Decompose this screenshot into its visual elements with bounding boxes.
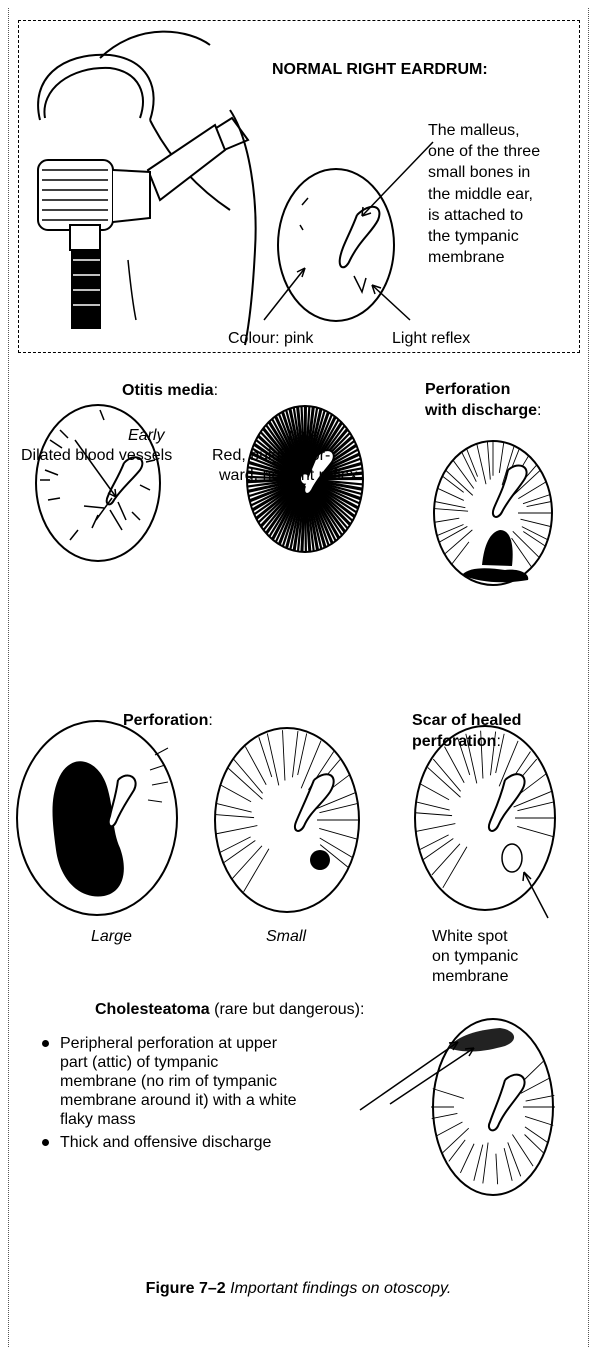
discharge-drawing — [423, 426, 563, 586]
figure-caption: Figure 7–2 Important findings on otoscop… — [0, 1280, 597, 1298]
figure-caption-text: Important findings on otoscopy. — [226, 1280, 452, 1297]
discharge-heading-line: with discharge — [425, 402, 537, 419]
perforation-heading: Perforation: — [123, 711, 213, 730]
heading-colon: : — [496, 733, 500, 750]
bullet-line: Peripheral perforation at upper — [60, 1034, 297, 1053]
large-perforation-drawing — [17, 721, 177, 915]
otitis-media-heading: Otitis media: — [122, 381, 218, 400]
scar-heading-line: perforation — [412, 733, 496, 750]
normal-eardrum-pointers — [264, 142, 433, 320]
scar-note-line: on tympanic — [432, 947, 518, 966]
heading-colon: : — [537, 402, 541, 419]
late-label: Late — [288, 426, 319, 445]
large-label: Large — [91, 927, 132, 946]
malleus-note-line: is attached to — [428, 206, 523, 225]
bullet-dot — [42, 1139, 49, 1146]
bullet-line: part (attic) of tympanic — [60, 1053, 297, 1072]
cholesteatoma-heading-rest: (rare but dangerous): — [210, 1001, 365, 1018]
small-perforation-drawing — [215, 728, 359, 912]
bullet-line: membrane (no rim of tympanic — [60, 1072, 297, 1091]
discharge-heading-line: Perforation — [425, 380, 510, 399]
otoscope-illustration — [38, 32, 256, 345]
malleus-note-line: small bones in — [428, 163, 530, 182]
late-note-line: ward, no light reflex — [219, 466, 358, 485]
cholesteatoma-drawing — [431, 1019, 555, 1195]
hatch-line — [305, 491, 306, 579]
bullet-line: flaky mass — [60, 1110, 297, 1129]
cholesteatoma-heading: Cholesteatoma (rare but dangerous): — [95, 1000, 364, 1019]
bullet-line: Thick and offensive discharge — [60, 1133, 297, 1152]
cholesteatoma-bullets: Peripheral perforation at upper part (at… — [38, 1034, 297, 1156]
late-note-line: Red, bulging for- — [212, 446, 330, 465]
malleus-note-line: the tympanic — [428, 227, 519, 246]
normal-eardrum-drawing — [278, 169, 394, 321]
malleus-note-line: the middle ear, — [428, 185, 533, 204]
scar-heading-line: Scar of healed — [412, 711, 521, 730]
bullet-dot — [42, 1040, 49, 1047]
scar-note-line: White spot — [432, 927, 508, 946]
cholesteatoma-heading-text: Cholesteatoma — [95, 1001, 210, 1018]
light-reflex-label: Light reflex — [392, 329, 470, 348]
early-note: Dilated blood vessels — [21, 446, 172, 465]
otitis-media-heading-text: Otitis media — [122, 382, 214, 399]
figure-number: Figure 7–2 — [146, 1280, 226, 1297]
bullet-item: Peripheral perforation at upper part (at… — [38, 1034, 297, 1129]
bullet-line: membrane around it) with a white — [60, 1091, 297, 1110]
malleus-note-line: The malleus, — [428, 121, 520, 140]
early-label: Early — [128, 426, 164, 445]
small-label: Small — [266, 927, 306, 946]
colour-label: Colour: pink — [228, 329, 313, 348]
malleus-note-line: one of the three — [428, 142, 540, 161]
heading-colon: : — [208, 712, 212, 729]
heading-colon: : — [214, 382, 218, 399]
bullet-item: Thick and offensive discharge — [38, 1133, 297, 1152]
perforation-heading-text: Perforation — [123, 712, 208, 729]
scar-heading: perforation: — [412, 732, 501, 751]
scar-drawing — [415, 726, 555, 910]
discharge-heading: with discharge: — [425, 401, 541, 420]
normal-eardrum-title: NORMAL RIGHT EARDRUM: — [272, 60, 488, 79]
malleus-note-line: membrane — [428, 248, 504, 267]
scar-note-line: membrane — [432, 967, 508, 986]
